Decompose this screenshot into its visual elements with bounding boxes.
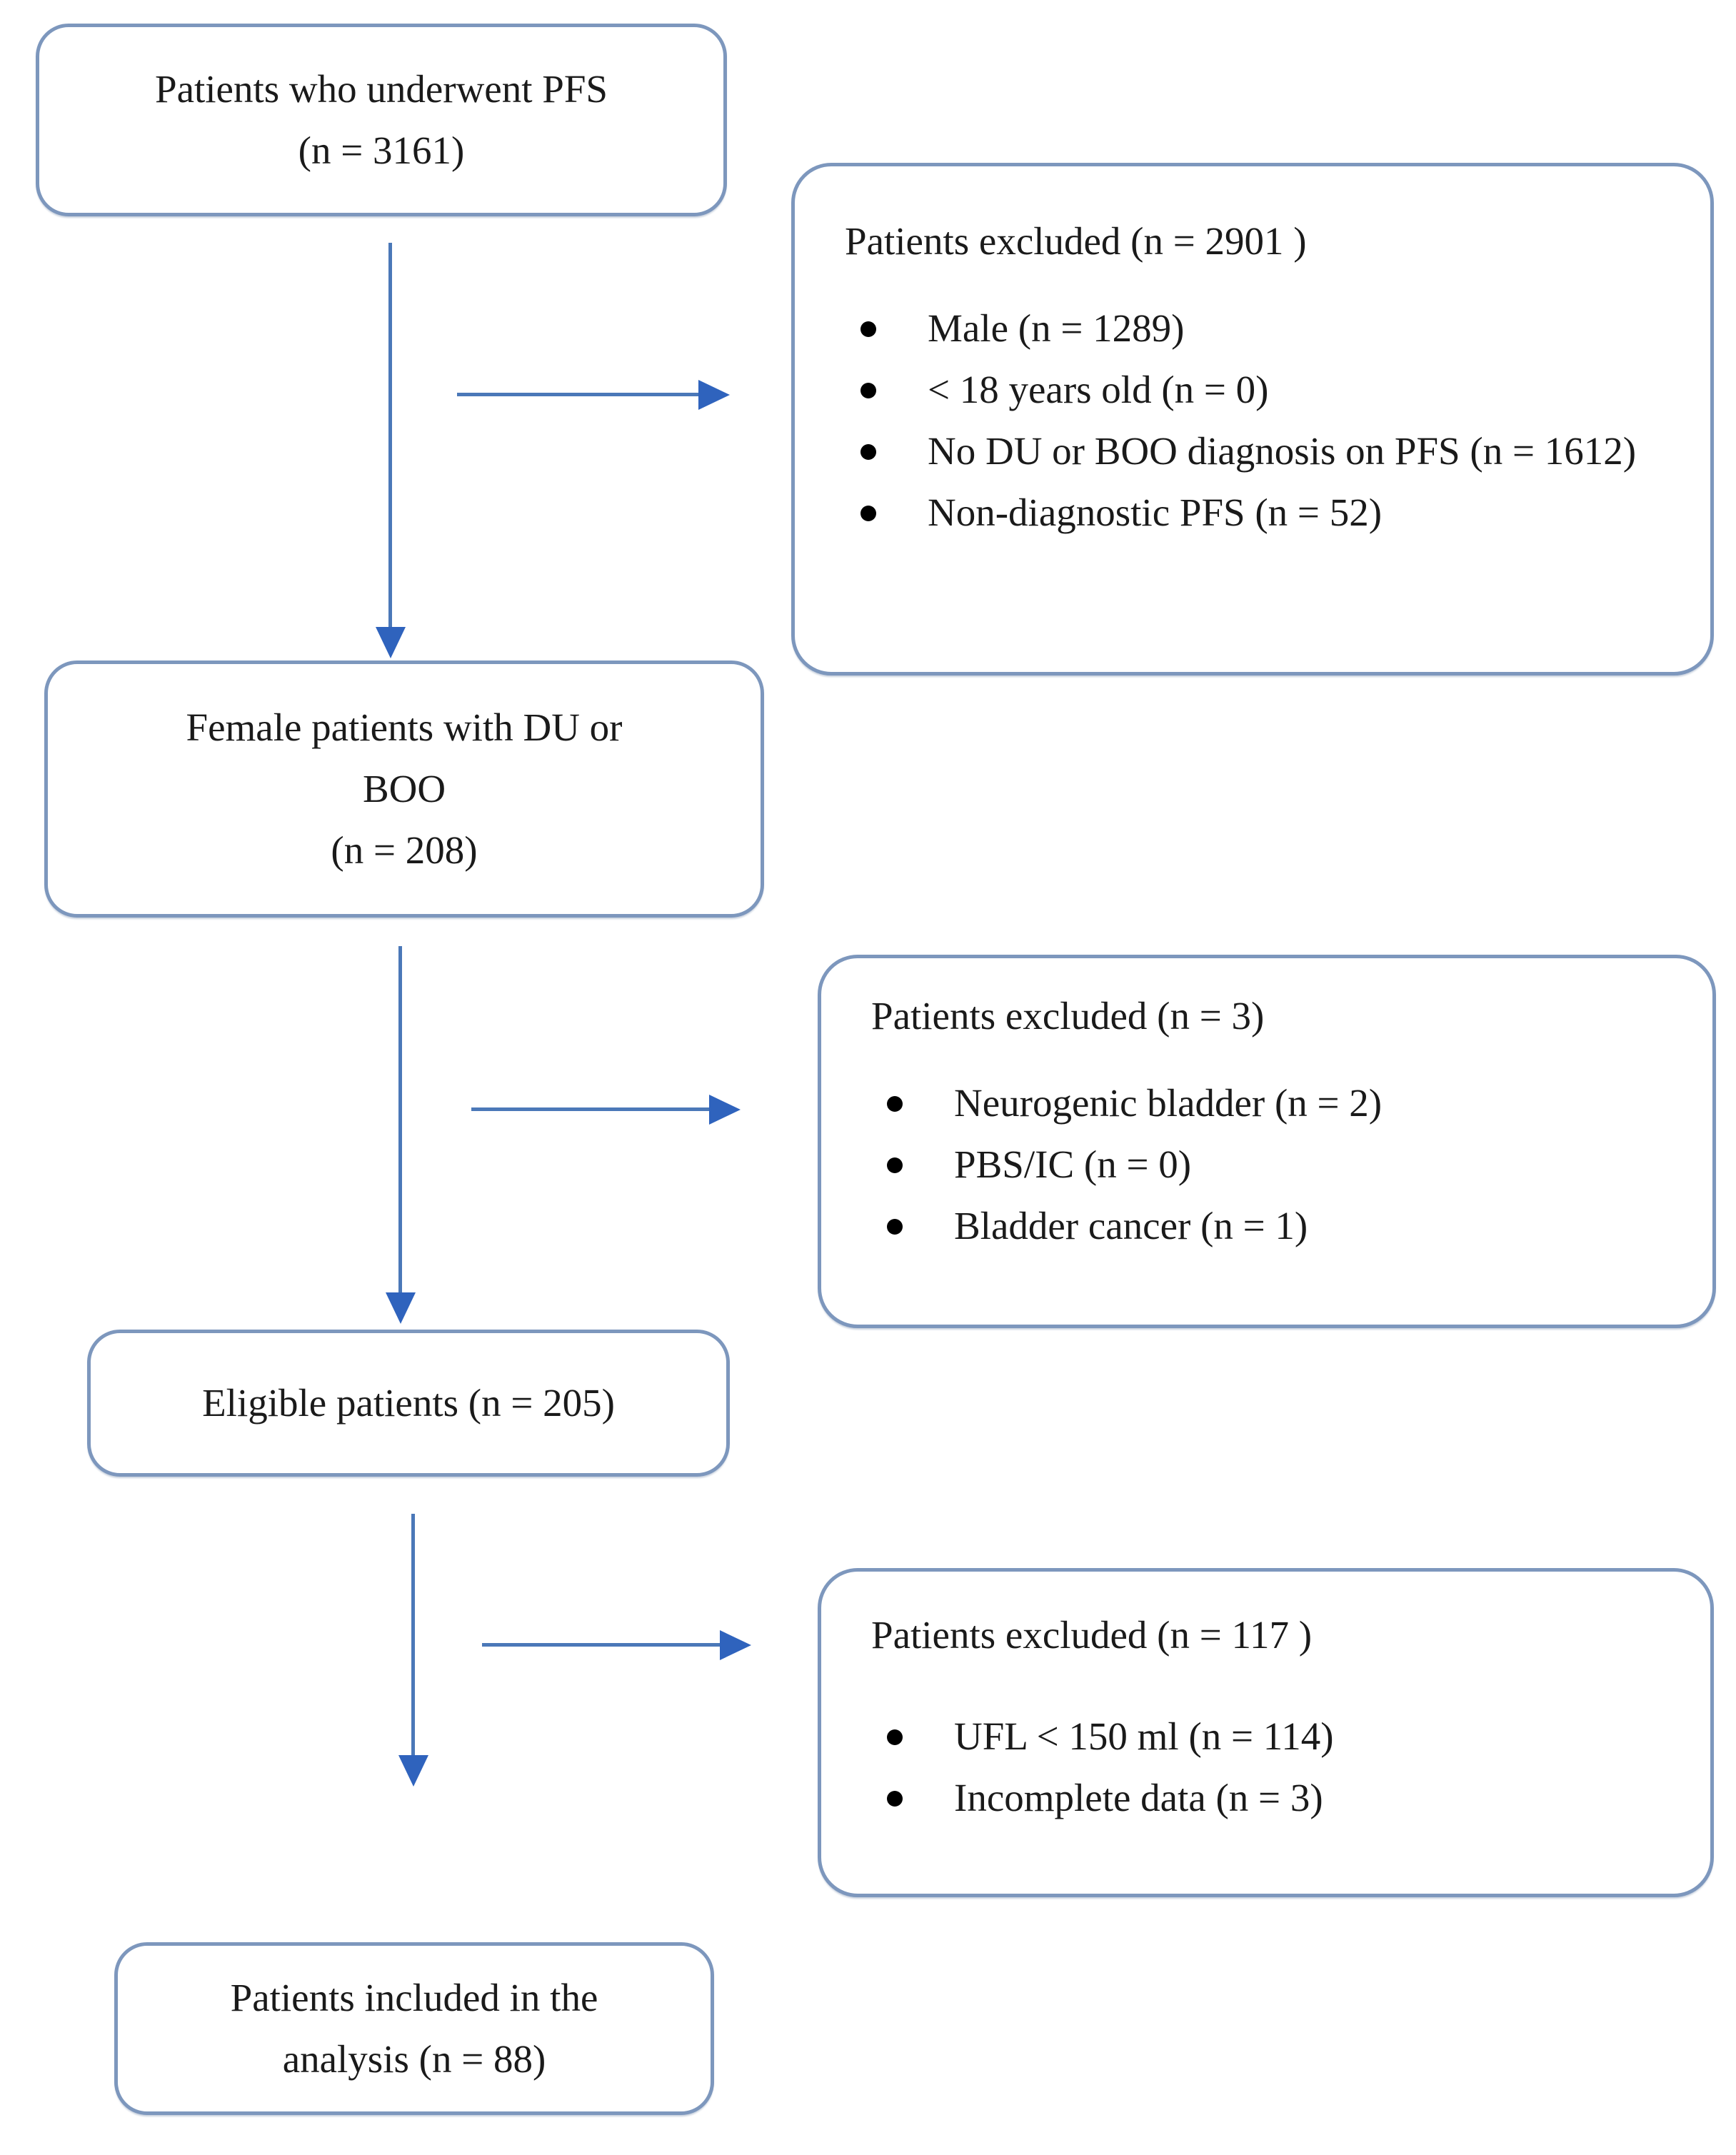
arrow-right-1-head	[698, 380, 730, 410]
box-text-line: Patients who underwent PFS	[154, 67, 608, 111]
exclusion-title: Patients excluded (n = 3)	[871, 994, 1265, 1038]
arrow-down-2-line	[398, 946, 402, 1292]
bullet-text: PBS/IC (n = 0)	[954, 1142, 1192, 1186]
bullet-dot	[861, 506, 876, 521]
exclusion-bullet: PBS/IC (n = 0)	[821, 1134, 1712, 1195]
bullet-dot	[861, 383, 876, 398]
box-text-line: Patients included in the	[230, 1976, 598, 2019]
box-text-line: analysis (n = 88)	[282, 2037, 546, 2081]
bullet-text: Incomplete data (n = 3)	[954, 1776, 1323, 1819]
exclusion-bullet: Male (n = 1289)	[795, 298, 1710, 359]
exclusion-bullet-list: Neurogenic bladder (n = 2) PBS/IC (n = 0…	[821, 1073, 1712, 1257]
exclusion-bullet: Neurogenic bladder (n = 2)	[821, 1073, 1712, 1134]
bullet-dot	[887, 1096, 903, 1112]
arrow-down-1-line	[388, 243, 392, 627]
box-text-line: Eligible patients (n = 205)	[202, 1381, 615, 1425]
flow-box-female-du-boo: Female patients with DU or BOO (n = 208)	[44, 660, 764, 918]
arrow-right-3-head	[720, 1630, 751, 1660]
exclusion-box-3: Patients excluded (n = 117 ) UFL < 150 m…	[818, 1568, 1714, 1897]
exclusion-bullet: < 18 years old (n = 0)	[795, 359, 1710, 421]
bullet-dot	[887, 1791, 903, 1807]
bullet-text: Bladder cancer (n = 1)	[954, 1204, 1308, 1247]
bullet-text: Non-diagnostic PFS (n = 52)	[928, 491, 1383, 534]
arrow-down-2-head	[386, 1292, 416, 1324]
bullet-text: Neurogenic bladder (n = 2)	[954, 1081, 1383, 1125]
arrow-right-2-head	[709, 1095, 741, 1125]
flow-box-included-analysis: Patients included in the analysis (n = 8…	[114, 1942, 714, 2115]
bullet-dot	[887, 1157, 903, 1173]
arrow-down-1-head	[376, 627, 406, 658]
box-text-line: BOO	[362, 767, 446, 810]
exclusion-title: Patients excluded (n = 2901 )	[845, 219, 1307, 263]
exclusion-box-2: Patients excluded (n = 3) Neurogenic bla…	[818, 955, 1716, 1328]
arrow-right-3-line	[482, 1643, 720, 1647]
exclusion-bullet: Non-diagnostic PFS (n = 52)	[795, 482, 1710, 543]
exclusion-bullet: Bladder cancer (n = 1)	[821, 1195, 1712, 1257]
arrow-right-2-line	[471, 1107, 709, 1111]
flow-box-underwent-pfs: Patients who underwent PFS (n = 3161)	[36, 24, 727, 216]
flow-box-eligible-patients: Eligible patients (n = 205)	[87, 1330, 730, 1477]
bullet-dot	[861, 444, 876, 460]
exclusion-box-1: Patients excluded (n = 2901 ) Male (n = …	[791, 163, 1714, 675]
box-text-line: (n = 208)	[331, 828, 478, 872]
arrow-down-3-line	[411, 1514, 415, 1755]
bullet-dot	[887, 1729, 903, 1745]
exclusion-bullet-list: Male (n = 1289) < 18 years old (n = 0) N…	[795, 298, 1710, 543]
box-text-line: Female patients with DU or	[186, 705, 623, 749]
bullet-text: Male (n = 1289)	[928, 306, 1185, 350]
arrow-down-3-head	[398, 1755, 428, 1787]
bullet-dot	[861, 321, 876, 337]
bullet-text: No DU or BOO diagnosis on PFS (n = 1612)	[928, 429, 1637, 473]
box-text-line: (n = 3161)	[298, 129, 465, 172]
bullet-text: UFL < 150 ml (n = 114)	[954, 1714, 1334, 1758]
bullet-text: < 18 years old (n = 0)	[928, 368, 1269, 411]
exclusion-title: Patients excluded (n = 117 )	[871, 1613, 1313, 1657]
bullet-dot	[887, 1219, 903, 1235]
exclusion-bullet: No DU or BOO diagnosis on PFS (n = 1612)	[795, 421, 1710, 482]
arrow-right-1-line	[457, 393, 698, 396]
exclusion-bullet: UFL < 150 ml (n = 114)	[821, 1706, 1710, 1767]
exclusion-bullet: Incomplete data (n = 3)	[821, 1767, 1710, 1829]
exclusion-bullet-list: UFL < 150 ml (n = 114) Incomplete data (…	[821, 1706, 1710, 1829]
